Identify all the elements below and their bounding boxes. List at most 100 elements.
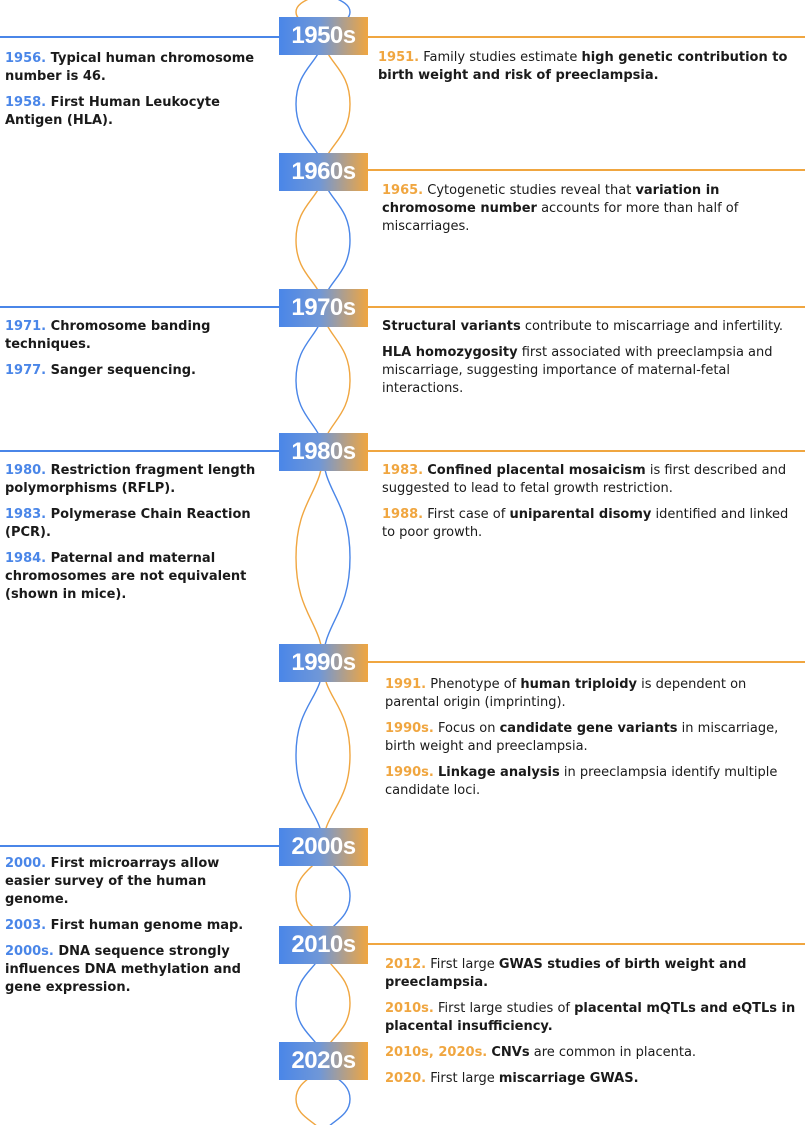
event-text: in miscarriage, birth weight and preecla…: [385, 721, 779, 754]
event-year: 1983.: [382, 463, 424, 478]
timeline-event: HLA homozygosity first associated with p…: [382, 344, 792, 398]
event-text: DNA sequence strongly influences DNA met…: [5, 944, 241, 995]
timeline-event: 2000. First microarrays allow easier sur…: [5, 855, 257, 909]
event-year: 1988.: [382, 507, 424, 522]
timeline-event: 1988. First case of uniparental disomy i…: [382, 506, 792, 542]
event-highlight: CNVs: [491, 1045, 530, 1060]
event-text: Chromosome banding techniques.: [5, 319, 211, 352]
timeline-event: 2003. First human genome map.: [5, 917, 257, 935]
event-text: is dependent on parental origin (imprint…: [385, 677, 747, 710]
timeline-event: 2020. First large miscarriage GWAS.: [385, 1070, 800, 1088]
event-text: Polymerase Chain Reaction (PCR).: [5, 507, 251, 540]
event-year: 1965.: [382, 183, 424, 198]
event-text: Focus on: [438, 721, 500, 736]
timeline-event: 1958. First Human Leukocyte Antigen (HLA…: [5, 94, 257, 130]
timeline-event: 1983. Confined placental mosaicism is fi…: [382, 462, 792, 498]
event-text: Sanger sequencing.: [50, 363, 196, 378]
event-text: contribute to miscarriage and infertilit…: [520, 319, 784, 334]
event-highlight: miscarriage GWAS.: [498, 1071, 639, 1086]
right-event-block: 2012. First large GWAS studies of birth …: [385, 956, 800, 1096]
decade-label-1980s: 1980s: [279, 433, 368, 471]
event-year: 2020.: [385, 1071, 427, 1086]
event-highlight: GWAS studies of birth weight and preecla…: [385, 957, 747, 990]
timeline-event: 2010s. First large studies of placental …: [385, 1000, 800, 1036]
event-year: 1991.: [385, 677, 427, 692]
timeline-event: 1990s. Focus on candidate gene variants …: [385, 720, 785, 756]
timeline-event: 1956. Typical human chromosome number is…: [5, 50, 257, 86]
event-text: Paternal and maternal chromosomes are no…: [5, 551, 247, 602]
timeline-event: 1990s. Linkage analysis in preeclampsia …: [385, 764, 785, 800]
event-year: 2010s, 2020s.: [385, 1045, 488, 1060]
timeline-event: 1983. Polymerase Chain Reaction (PCR).: [5, 506, 257, 542]
timeline-event: 2010s, 2020s. CNVs are common in placent…: [385, 1044, 800, 1062]
event-year: 2000s.: [5, 944, 54, 959]
event-text: First large: [430, 1071, 499, 1086]
event-text: accounts for more than half of miscarria…: [382, 201, 739, 234]
decade-label-1970s: 1970s: [279, 289, 368, 327]
event-highlight: variation in chromosome number: [382, 183, 720, 216]
event-highlight: candidate gene variants: [499, 721, 678, 736]
event-text: First microarrays allow easier survey of…: [5, 856, 220, 907]
event-text: is first described and suggested to lead…: [382, 463, 787, 496]
right-event-block: 1983. Confined placental mosaicism is fi…: [382, 462, 792, 550]
event-text: First large studies of: [438, 1001, 575, 1016]
timeline-event: Structural variants contribute to miscar…: [382, 318, 792, 336]
right-event-block: 1991. Phenotype of human triploidy is de…: [385, 676, 785, 808]
timeline-event: 1977. Sanger sequencing.: [5, 362, 257, 380]
helix-strand-orange: [295, 0, 351, 1125]
right-event-block: 1965. Cytogenetic studies reveal that va…: [382, 182, 782, 244]
helix-strand-blue: [295, 0, 351, 1125]
right-event-block: 1951. Family studies estimate high genet…: [378, 49, 796, 93]
timeline-event: 1951. Family studies estimate high genet…: [378, 49, 796, 85]
event-text: Family studies estimate: [423, 50, 582, 65]
decade-label-2000s: 2000s: [279, 828, 368, 866]
event-year: 1977.: [5, 363, 47, 378]
event-year: 1958.: [5, 95, 47, 110]
event-text: first associated with preeclampsia and m…: [382, 345, 773, 396]
event-text: First human genome map.: [50, 918, 244, 933]
left-event-block: 1980. Restriction fragment length polymo…: [5, 462, 257, 612]
event-highlight: uniparental disomy: [509, 507, 652, 522]
event-year: 2003.: [5, 918, 47, 933]
right-event-block: Structural variants contribute to miscar…: [382, 318, 792, 406]
event-highlight: Structural variants: [382, 319, 521, 334]
event-year: 2010s.: [385, 1001, 434, 1016]
left-event-block: 1971. Chromosome banding techniques. 1977…: [5, 318, 257, 388]
event-highlight: high genetic contribution to birth weigh…: [378, 50, 788, 83]
event-text: Typical human chromosome number is 46.: [5, 51, 255, 84]
event-text: First large: [430, 957, 499, 972]
timeline-event: 1971. Chromosome banding techniques.: [5, 318, 257, 354]
timeline-event: 2000s. DNA sequence strongly influences …: [5, 943, 257, 997]
left-event-block: 2000. First microarrays allow easier sur…: [5, 855, 257, 1005]
event-year: 1984.: [5, 551, 47, 566]
event-text: in preeclampsia identify multiple candid…: [385, 765, 778, 798]
event-year: 1956.: [5, 51, 47, 66]
event-year: 1990s.: [385, 765, 434, 780]
timeline-event: 2012. First large GWAS studies of birth …: [385, 956, 800, 992]
left-event-block: 1956. Typical human chromosome number is…: [5, 50, 257, 138]
decade-label-1960s: 1960s: [279, 153, 368, 191]
decade-label-1990s: 1990s: [279, 644, 368, 682]
event-text: are common in placenta.: [529, 1045, 697, 1060]
event-text: Cytogenetic studies reveal that: [427, 183, 636, 198]
event-year: 2000.: [5, 856, 47, 871]
event-year: 1980.: [5, 463, 47, 478]
decade-label-2020s: 2020s: [279, 1042, 368, 1080]
timeline-event: 1984. Paternal and maternal chromosomes …: [5, 550, 257, 604]
event-text: Phenotype of: [430, 677, 521, 692]
event-text: First Human Leukocyte Antigen (HLA).: [5, 95, 220, 128]
event-text: First case of: [427, 507, 510, 522]
event-highlight: HLA homozygosity: [382, 345, 518, 360]
event-text: identified and linked to poor growth.: [382, 507, 789, 540]
event-highlight: Linkage analysis: [438, 765, 560, 780]
timeline-event: 1991. Phenotype of human triploidy is de…: [385, 676, 785, 712]
event-year: 1971.: [5, 319, 47, 334]
event-highlight: placental mQTLs and eQTLs in placental i…: [385, 1001, 796, 1034]
decade-label-2010s: 2010s: [279, 926, 368, 964]
event-year: 1983.: [5, 507, 47, 522]
event-year: 2012.: [385, 957, 427, 972]
timeline-event: 1965. Cytogenetic studies reveal that va…: [382, 182, 782, 236]
event-year: 1990s.: [385, 721, 434, 736]
